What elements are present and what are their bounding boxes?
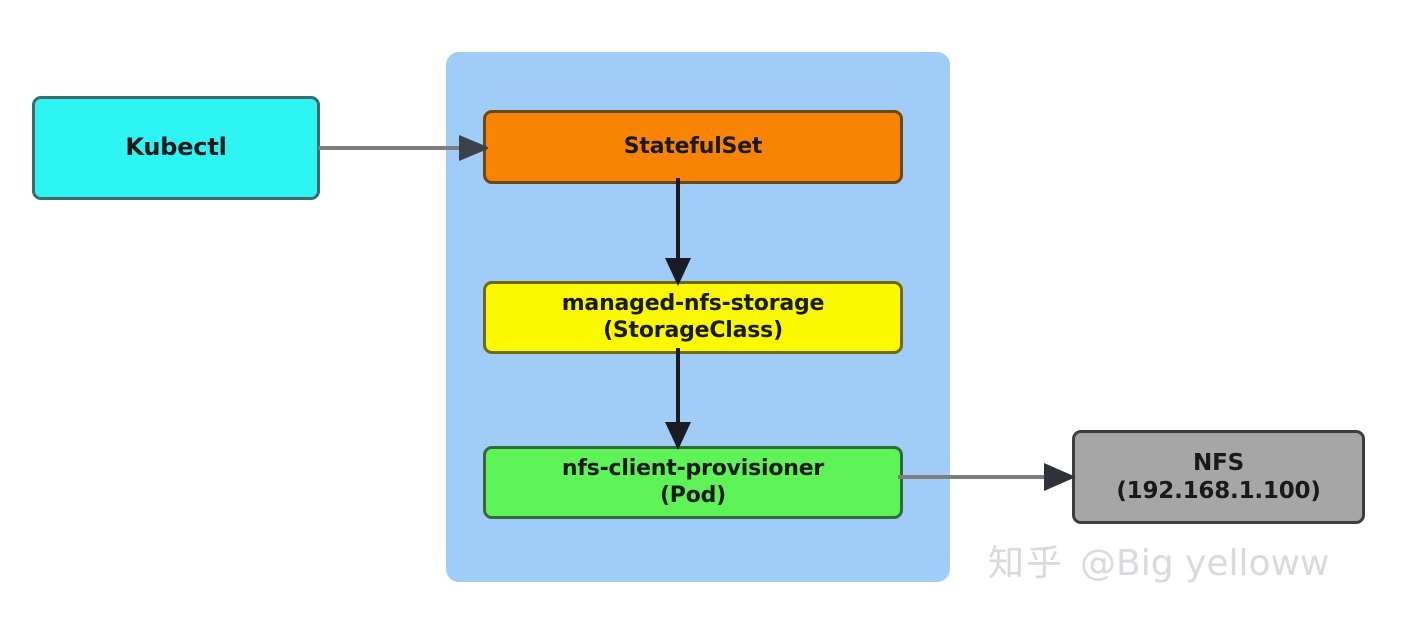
node-storageclass-label: managed-nfs-storage	[561, 290, 825, 316]
node-storageclass: managed-nfs-storage (StorageClass)	[483, 281, 903, 354]
edge-statefulset-to-storageclass	[665, 178, 691, 286]
node-provisioner-sublabel: (Pod)	[659, 482, 727, 508]
node-storageclass-sublabel: (StorageClass)	[603, 317, 783, 343]
node-nfs-label: NFS	[1193, 449, 1244, 476]
node-nfs: NFS (192.168.1.100)	[1072, 430, 1365, 524]
node-kubectl-label: Kubectl	[125, 133, 227, 162]
edge-storageclass-to-provisioner	[665, 348, 691, 450]
node-provisioner-label: nfs-client-provisioner	[561, 455, 825, 481]
node-nfs-address: (192.168.1.100)	[1116, 478, 1321, 504]
watermark: 知乎 @Big yelloww	[988, 534, 1329, 586]
edge-provisioner-to-nfs	[898, 463, 1076, 491]
edge-kubectl-to-statefulset	[318, 135, 488, 161]
watermark-handle: @Big yelloww	[1080, 543, 1330, 584]
node-statefulset-label: StatefulSet	[623, 133, 763, 159]
node-kubectl: Kubectl	[32, 96, 320, 200]
watermark-logo: 知乎	[988, 543, 1065, 584]
node-provisioner: nfs-client-provisioner (Pod)	[483, 446, 903, 519]
node-statefulset: StatefulSet	[483, 110, 903, 184]
